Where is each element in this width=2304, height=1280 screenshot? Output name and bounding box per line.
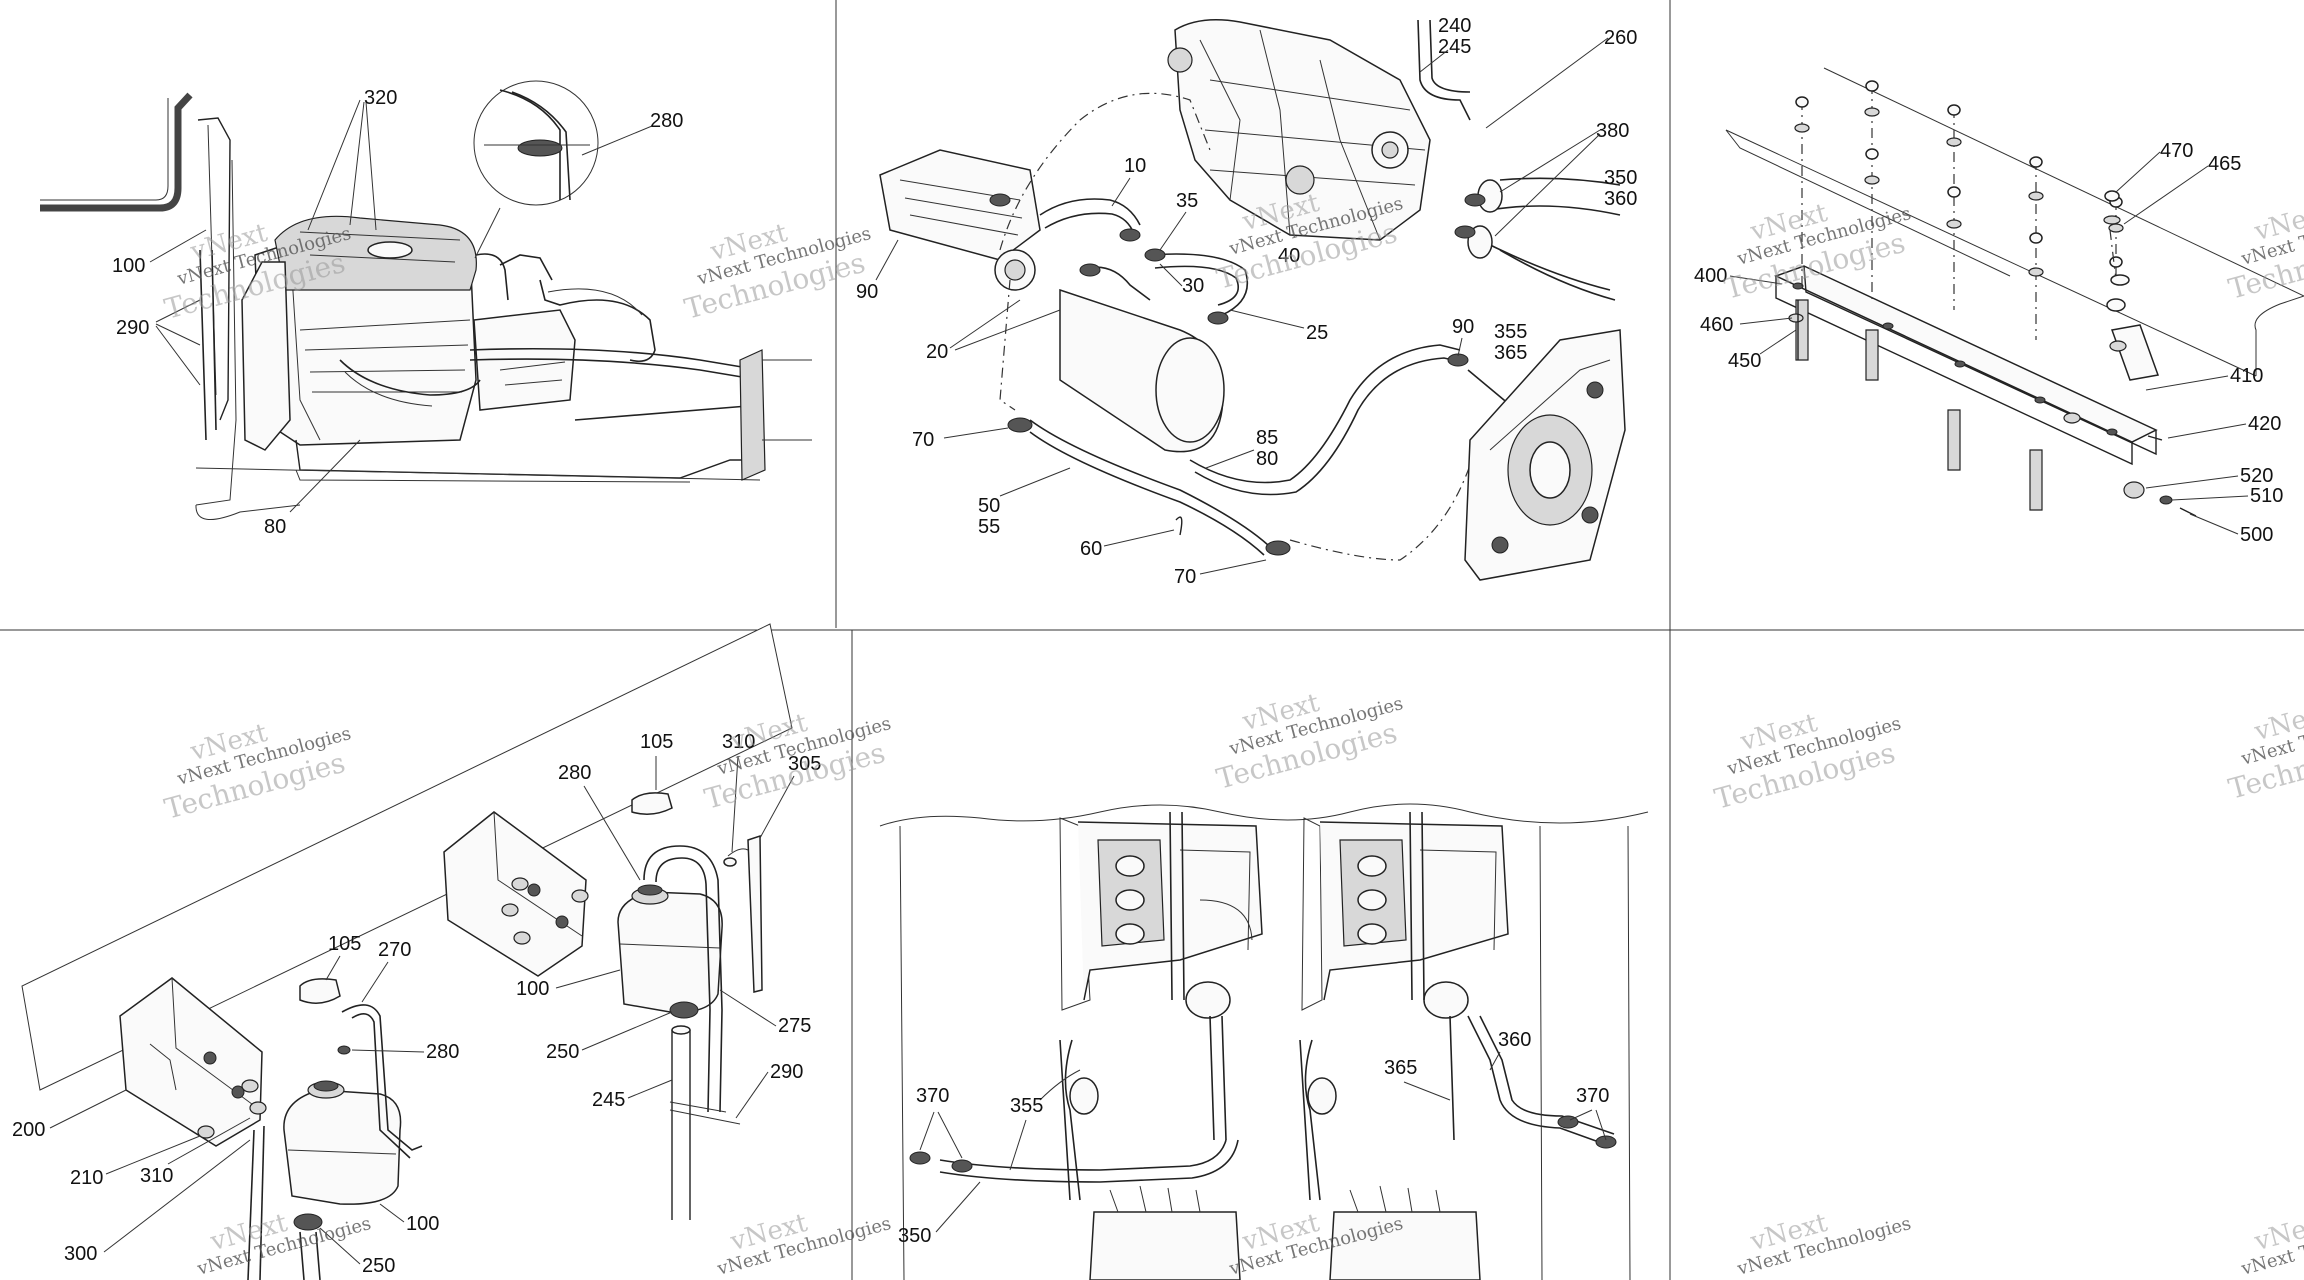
callout-label: 90 (1452, 316, 1474, 338)
callout-label: 520 (2240, 465, 2273, 487)
callout-label: 290 (116, 317, 149, 339)
panel-reservoir-brackets (21, 623, 793, 1280)
callout-label: 280 (426, 1041, 459, 1063)
callout-label: 20 (926, 341, 948, 363)
callouts-underside-hoses: 370 355 350 365 360 370 (898, 1029, 1609, 1247)
callout-label: 355 (1010, 1095, 1043, 1117)
callout-label: 105 (328, 933, 361, 955)
watermark: vNext vNext Technologies Technologies (1711, 708, 1903, 816)
callout-label: 360 (1498, 1029, 1531, 1051)
callout-label: 310 (722, 731, 755, 753)
callout-label: 245 (592, 1089, 625, 1111)
callout-label: 420 (2248, 413, 2281, 435)
callout-label: 100 (516, 978, 549, 1000)
callout-label: 300 (64, 1243, 97, 1265)
callout-label: 320 (364, 87, 397, 109)
callout-label: 410 (2230, 365, 2263, 387)
callout-label: 270 (378, 939, 411, 961)
bracket-screws (197, 877, 589, 1139)
callout-label: 100 (406, 1213, 439, 1235)
callout-label: 25 (1306, 322, 1328, 344)
callout-label: 500 (2240, 524, 2273, 546)
callout-label: 460 (1700, 314, 1733, 336)
callout-label: 465 (2208, 153, 2241, 175)
callout-label: 370 (1576, 1085, 1609, 1107)
callout-label: 350 (898, 1225, 931, 1247)
callout-label: 70 (1174, 566, 1196, 588)
callout-label: 470 (2160, 140, 2193, 162)
callout-label: 275 (778, 1015, 811, 1037)
callout-label: 40 (1278, 245, 1300, 267)
panel-underside-hoses (879, 803, 1649, 1280)
watermark: vNext vNext Technologies (714, 1208, 893, 1280)
callout-label: 305 (788, 753, 821, 775)
watermark: vNext vNext Technologies Technologies (681, 218, 873, 326)
panel-engine-hoses (879, 19, 1626, 581)
callout-label: 105 (640, 731, 673, 753)
callout-label: 400 (1694, 265, 1727, 287)
callout-label: 210 (70, 1167, 103, 1189)
callout-label: 80 (264, 516, 286, 538)
panel-engine-cooling-side (40, 80, 812, 520)
callout-label: 100 (112, 255, 145, 277)
callout-label: 30 (1182, 275, 1204, 297)
watermark: vNext vNext Technologies Technologies (1213, 688, 1405, 796)
panel-rail-hardware (1725, 67, 2304, 517)
callout-label: 290 (770, 1061, 803, 1083)
watermark: vNext vNext Technologies (1734, 1208, 1913, 1280)
callout-label: 250 (546, 1041, 579, 1063)
callout-label: 90 (856, 281, 878, 303)
callout-label: 10 (1124, 155, 1146, 177)
watermark: vNext vNext Technologies Technologies (2225, 698, 2304, 806)
callouts-reservoir-brackets: 105 310 305 280 100 250 275 245 290 105 … (12, 731, 821, 1277)
callouts-engine-cooling-side: 320 280 100 290 80 (112, 87, 683, 538)
fastener-stacks (1788, 80, 2126, 511)
watermark: vNext vNext Technologies Technologies (2225, 198, 2304, 306)
callout-label: 365 (1384, 1057, 1417, 1079)
callout-label: 380 (1596, 120, 1629, 142)
callout-label: 510 (2250, 485, 2283, 507)
callout-label: 260 (1604, 27, 1637, 49)
callout-label: 70 (912, 429, 934, 451)
callouts-rail-hardware: 470 465 400 460 450 410 420 520 510 500 (1694, 140, 2283, 546)
rail-holes (1792, 282, 2118, 436)
callout-label: 200 (12, 1119, 45, 1141)
callout-label: 250 (362, 1255, 395, 1277)
callout-label: 310 (140, 1165, 173, 1187)
callout-label: 280 (650, 110, 683, 132)
callout-label: 35 (1176, 190, 1198, 212)
callout-label: 450 (1728, 350, 1761, 372)
watermark: vNext vNext Technologies (2238, 1208, 2304, 1280)
callout-label: 280 (558, 762, 591, 784)
watermark: vNext vNext Technologies Technologies (161, 718, 353, 826)
callout-label: 60 (1080, 538, 1102, 560)
callout-label: 370 (916, 1085, 949, 1107)
watermark: vNext vNext Technologies Technologies (1721, 198, 1913, 306)
